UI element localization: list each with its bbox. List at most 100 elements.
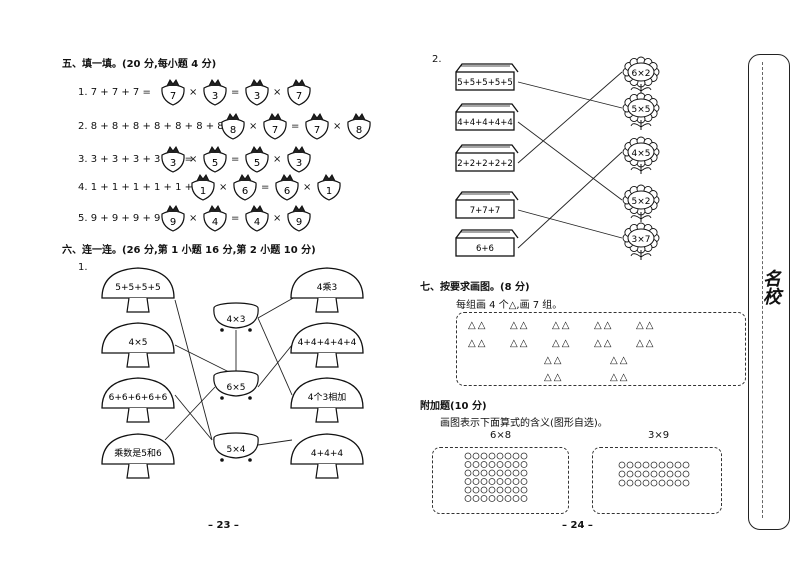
mushroom-left: 乘数是5和6: [101, 433, 175, 479]
flower-label: 5×5: [632, 105, 651, 115]
operator-symbol: =: [231, 87, 240, 98]
flower: 3×7: [622, 222, 660, 260]
strawberry-icon: 4: [203, 205, 227, 232]
flower: 6×2: [622, 56, 660, 94]
mushroom-label: 4+4+4+4+4: [298, 338, 357, 348]
mushroom-right: 4+4+4+4+4: [290, 322, 364, 368]
triangle-group: △△: [610, 355, 630, 366]
mushroom-label: 4+4+4: [311, 449, 344, 459]
strawberry-icon: 6: [275, 174, 299, 201]
flower-label: 6×2: [632, 69, 651, 79]
section-6-heading: 六、连一连。(26 分,第 1 小题 16 分,第 2 小题 10 分): [62, 245, 316, 256]
fill-answer: 7: [314, 125, 320, 136]
strawberry-icon: 3: [161, 146, 185, 173]
triangle-group: △△: [636, 338, 656, 349]
operator-symbol: =: [291, 121, 300, 132]
mushroom-right: 4+4+4: [290, 433, 364, 479]
strawberry-icon: 3: [245, 79, 269, 106]
mushroom-label: 4×5: [129, 338, 148, 348]
question-1-label: 1.: [78, 262, 88, 273]
triangle-group: △△: [594, 338, 614, 349]
pot: 5×4: [213, 432, 259, 462]
operator-symbol: ×: [219, 182, 228, 193]
bonus-heading: 附加题(10 分): [420, 401, 487, 412]
house: 6+6: [455, 229, 519, 257]
operator-symbol: ×: [333, 121, 342, 132]
strawberry-icon: 9: [161, 205, 185, 232]
operator-symbol: ×: [273, 87, 282, 98]
strawberry-icon: 7: [305, 113, 329, 140]
triangle-group: △△: [510, 338, 530, 349]
triangle-group: △△: [510, 320, 530, 331]
strawberry-icon: 4: [245, 205, 269, 232]
mushroom-label: 5+5+5+5: [115, 283, 161, 293]
question-2-label: 2.: [432, 54, 442, 65]
fill-answer: 6: [284, 186, 290, 197]
flower-label: 4×5: [632, 149, 651, 159]
triangle-group: △△: [610, 372, 630, 383]
flower-label: 5×2: [632, 197, 651, 207]
fill-expression: 4. 1 + 1 + 1 + 1 + 1 + 1 =: [78, 182, 215, 193]
operator-symbol: =: [231, 154, 240, 165]
strawberry-icon: 6: [233, 174, 257, 201]
mushroom-left: 6+6+6+6+6: [101, 377, 175, 423]
bonus-instruction: 画图表示下面算式的含义(图形自选)。: [440, 418, 608, 429]
fill-answer: 9: [170, 217, 176, 228]
strawberry-icon: 5: [245, 146, 269, 173]
bonus-box-3x9: [592, 447, 722, 514]
house-label: 7+7+7: [470, 206, 500, 216]
triangle-group: △△: [468, 320, 488, 331]
cut-line: [762, 62, 763, 518]
mushroom-label: 4个3相加: [308, 391, 346, 403]
house: 4+4+4+4+4: [455, 103, 519, 131]
mushroom-label: 6+6+6+6+6: [109, 393, 168, 403]
pot: 4×3: [213, 302, 259, 332]
section-7-instruction: 每组画 4 个△,画 7 组。: [456, 300, 563, 311]
mushroom-left: 4×5: [101, 322, 175, 368]
triangle-group: △△: [544, 355, 564, 366]
fill-expression: 3. 3 + 3 + 3 + 3 + 3 =: [78, 154, 194, 165]
strawberry-icon: 7: [287, 79, 311, 106]
house-label: 4+4+4+4+4: [457, 118, 513, 128]
page-number-left: – 23 –: [208, 520, 239, 531]
strawberry-icon: 9: [287, 205, 311, 232]
house-label: 5+5+5+5+5: [457, 78, 513, 88]
brand-logo: 名校: [760, 269, 781, 305]
mushroom-label: 4乘3: [317, 281, 337, 293]
operator-symbol: ×: [303, 182, 312, 193]
operator-symbol: ×: [189, 87, 198, 98]
operator-symbol: ×: [249, 121, 258, 132]
fill-answer: 5: [254, 158, 260, 169]
triangle-group: △△: [552, 338, 572, 349]
fill-answer: 1: [326, 186, 332, 197]
operator-symbol: ×: [273, 213, 282, 224]
mushroom-right: 4乘3: [290, 267, 364, 313]
bonus-box-6x8: [432, 447, 569, 514]
pot-label: 6×5: [227, 383, 246, 393]
strawberry-icon: 7: [161, 79, 185, 106]
fill-answer: 5: [212, 158, 218, 169]
fill-answer: 3: [170, 158, 176, 169]
house-label: 6+6: [476, 244, 494, 254]
strawberry-icon: 7: [263, 113, 287, 140]
operator-symbol: =: [261, 182, 270, 193]
strawberry-icon: 1: [191, 174, 215, 201]
flower: 5×5: [622, 92, 660, 130]
bonus-label-6x8: 6×8: [490, 430, 512, 441]
fill-answer: 4: [254, 217, 260, 228]
operator-symbol: ×: [189, 213, 198, 224]
fill-answer: 1: [200, 186, 206, 197]
triangle-drawing-box: [456, 312, 746, 386]
mushroom-left: 5+5+5+5: [101, 267, 175, 313]
pot-label: 5×4: [227, 445, 246, 455]
flower: 5×2: [622, 184, 660, 222]
house: 2+2+2+2+2: [455, 144, 519, 172]
mushroom-label: 乘数是5和6: [114, 447, 162, 459]
fill-expression: 1. 7 + 7 + 7 =: [78, 87, 151, 98]
triangle-group: △△: [468, 338, 488, 349]
mushroom-right: 4个3相加: [290, 377, 364, 423]
flower: 4×5: [622, 136, 660, 174]
section-5-heading: 五、填一填。(20 分,每小题 4 分): [62, 59, 217, 70]
fill-expression: 5. 9 + 9 + 9 + 9 =: [78, 213, 172, 224]
